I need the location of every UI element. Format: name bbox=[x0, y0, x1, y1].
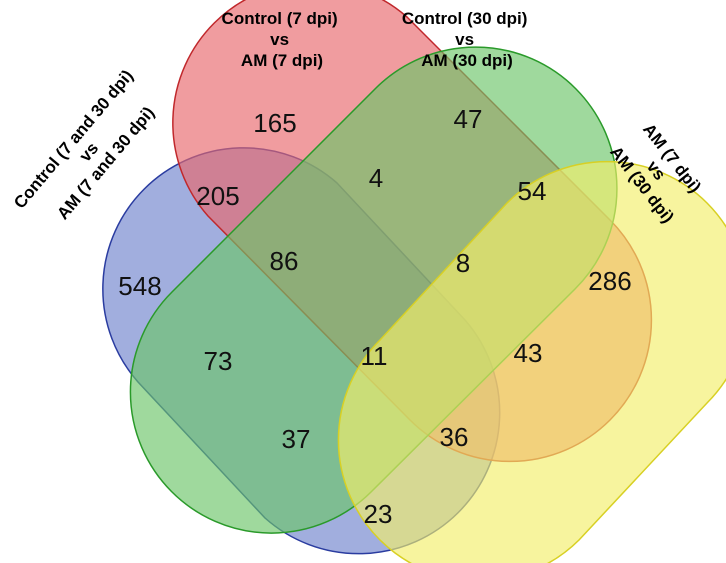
region-counts: 548 165 47 286 205 4 54 86 8 73 11 43 37… bbox=[118, 104, 631, 529]
region-ab-count: 205 bbox=[196, 181, 239, 211]
set-b-label-line-2: vs bbox=[270, 30, 289, 49]
region-bc-count: 4 bbox=[369, 163, 383, 193]
set-c-label: Control (30 dpi) vs AM (30 dpi) bbox=[402, 9, 532, 70]
region-c-count: 47 bbox=[454, 104, 483, 134]
region-bd-count: 43 bbox=[514, 338, 543, 368]
region-ac-count: 73 bbox=[204, 346, 233, 376]
set-b-label-line-3: AM (7 dpi) bbox=[241, 51, 323, 70]
set-c-label-line-1: Control (30 dpi) bbox=[402, 9, 528, 28]
set-d-ellipse bbox=[337, 160, 726, 563]
region-abd-count: 36 bbox=[440, 422, 469, 452]
region-b-count: 165 bbox=[253, 108, 296, 138]
region-ad-count: 23 bbox=[364, 499, 393, 529]
region-abcd-count: 11 bbox=[361, 341, 388, 371]
set-c-label-line-2: vs bbox=[455, 30, 474, 49]
set-b-label-line-1: Control (7 dpi) bbox=[222, 9, 338, 28]
set-c-label-line-3: AM (30 dpi) bbox=[421, 51, 513, 70]
region-bcd-count: 8 bbox=[456, 248, 470, 278]
region-d-count: 286 bbox=[588, 266, 631, 296]
region-a-count: 548 bbox=[118, 271, 161, 301]
region-cd-count: 54 bbox=[518, 176, 547, 206]
region-abc-count: 86 bbox=[270, 246, 299, 276]
region-acd-count: 37 bbox=[282, 424, 311, 454]
venn-shapes bbox=[102, 0, 726, 563]
set-b-label: Control (7 dpi) vs AM (7 dpi) bbox=[222, 9, 343, 70]
